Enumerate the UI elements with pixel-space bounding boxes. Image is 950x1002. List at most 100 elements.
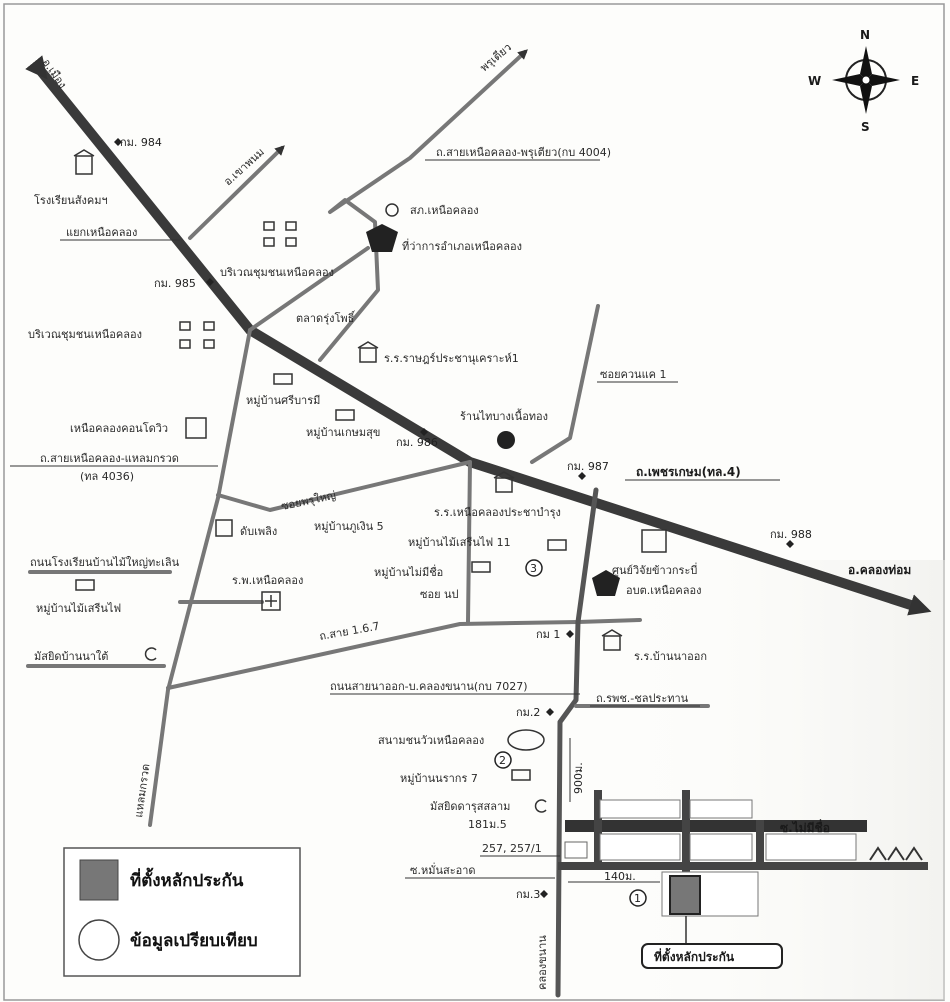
- label-school-na-ok: ร.ร.บ้านนาออก: [634, 650, 707, 663]
- label-yaek-nuea-khlong: แยกเหนือคลอง: [66, 226, 137, 239]
- legend-comparable: ข้อมูลเปรียบเทียบ: [130, 930, 258, 952]
- label-kasem-suk: หมู่บ้านเกษมสุข: [306, 426, 380, 439]
- label-mai-mi-chue: หมู่บ้านไม่มีชื่อ: [374, 564, 443, 579]
- mosque-icon: [144, 647, 157, 661]
- marker-3: [525, 559, 543, 577]
- collateral-site: [669, 875, 701, 915]
- compass-rose-icon: N S W E: [808, 28, 919, 134]
- emblem-icons: [366, 224, 620, 596]
- shop-icon: [497, 431, 515, 449]
- label-sri-barami: หมู่บ้านศรีบารมี: [246, 394, 320, 407]
- school-icon: [601, 629, 623, 651]
- legend-comparable-circle: [78, 919, 120, 961]
- village-icon: [471, 561, 491, 573]
- label-norarak: หมู่บ้านนรากร 7: [400, 772, 478, 785]
- road-soi-khuan-nae: [530, 304, 600, 464]
- map-frame: [3, 3, 945, 1001]
- village-icon: [511, 769, 531, 781]
- distance-labels: 900ม. 140ม.: [572, 762, 636, 883]
- subject-label: ที่ตั้งหลักประกัน: [654, 947, 735, 964]
- subject-label-box: ที่ตั้งหลักประกัน: [641, 916, 783, 969]
- marker-3-label: 3: [530, 562, 537, 575]
- road-soi-nop: [466, 460, 472, 624]
- place-labels: โรงเรียนสังคมฯ แยกเหนือคลอง บริเวณชุมชนเ…: [28, 193, 707, 855]
- label-soi-mai-mi-chue: ซ.ไม่มีชื่อ: [780, 819, 830, 835]
- label-school-ban-mai: ถนนโรงเรียนบ้านไม้ใหญ่ทะเลิน: [30, 555, 180, 569]
- mosque-icon: [534, 799, 547, 813]
- label-leaders: [10, 159, 780, 883]
- marker-1-label: 1: [634, 892, 641, 905]
- subject-site-blocks: [558, 790, 928, 917]
- shade-region: [600, 560, 945, 1000]
- marker-1: [629, 889, 647, 907]
- km-986: กม. 986: [396, 436, 438, 449]
- label-fire-station: ดับเพลิง: [240, 525, 277, 538]
- rice-center-icon: [641, 529, 667, 553]
- compass-e: E: [911, 74, 919, 88]
- distance-900m: 900ม.: [572, 762, 585, 794]
- km-2: กม.2: [516, 706, 540, 719]
- label-road-4004: ถ.สายเหนือคลอง-พรุเตียว(กบ 4004): [436, 146, 611, 159]
- label-mai-si-phai-11: หมู่บ้านไม้เสรีนไฟ 11: [408, 536, 511, 549]
- label-police: สภ.เหนือคลอง: [410, 204, 479, 217]
- road-to-phru-tiao: [318, 49, 528, 362]
- label-to-khlong-thom: อ.คลองท่อม: [848, 563, 911, 577]
- compass-s: S: [861, 120, 870, 134]
- label-mosque-darussalam: มัสยิดดารุสสลาม: [430, 800, 510, 813]
- police-icon: [385, 203, 399, 217]
- sao-emblem-icon: [592, 570, 620, 596]
- fire-station-icon: [215, 519, 233, 537]
- village-icon: [335, 409, 355, 421]
- distance-140m: 140ม.: [604, 870, 636, 883]
- km-3: กม.3: [516, 888, 540, 901]
- road-to-khao-phanom: [188, 145, 285, 240]
- village-icon: [75, 579, 95, 591]
- label-district-office: ที่ว่าการอำเภอเหนือคลอง: [402, 238, 522, 253]
- road-na-ok: [555, 487, 599, 998]
- village-icon: [273, 373, 293, 385]
- km-985: กม. 985: [154, 277, 196, 290]
- road-district: [248, 246, 370, 332]
- marker-2-label: 2: [499, 754, 506, 767]
- label-address-257: 257, 257/1: [482, 842, 542, 855]
- road-phetkasem: [25, 55, 932, 616]
- label-to-laem-kruat: แหลมกรวด: [132, 763, 152, 819]
- km-988: กม. 988: [770, 528, 812, 541]
- housing-icon: [179, 321, 215, 349]
- label-soi-mun-sa-at: ซ.หมั่นสะอาด: [410, 862, 476, 877]
- place-icons: [73, 149, 667, 813]
- label-school-rat-prachanu: ร.ร.ราษฎร์ประชานุเคราะห์1: [384, 352, 519, 365]
- label-phu-ngoen: หมู่บ้านภูเงิน 5: [314, 520, 384, 533]
- label-road-7027: ถนนสายนาออก-บ.คลองขนาน(กบ 7027): [330, 680, 528, 693]
- label-soi-phru-yai: ซอยพรุใหญ่: [280, 489, 337, 513]
- label-road-4036: (ทล 4036): [80, 470, 134, 483]
- label-to-khlong-khanan: คลองขนาน: [536, 935, 549, 990]
- legend-collateral: ที่ตั้งหลักประกัน: [130, 867, 244, 891]
- km-1: กม 1: [536, 628, 560, 641]
- label-road-ror-por-chor: ถ.รพช.-ชลประทาน: [596, 692, 689, 705]
- label-school-sangkhom: โรงเรียนสังคมฯ: [34, 193, 108, 207]
- label-phetkasem: ถ.เพชรเกษม(ทล.4): [636, 465, 741, 479]
- label-soi-khuan-nae: ซอยควนแค 1: [600, 368, 667, 381]
- label-rice-center: ศูนย์วิจัยข้าวกระบี่: [612, 562, 697, 577]
- compass-n: N: [860, 28, 870, 42]
- label-sao: อบต.เหนือคลอง: [626, 584, 701, 597]
- label-mosque-address: 181ม.5: [468, 818, 507, 831]
- road-167: [166, 618, 642, 690]
- building-icon: [185, 417, 207, 439]
- school-icon: [73, 149, 95, 175]
- km-984: กม. 984: [120, 136, 162, 149]
- marker-2: [494, 751, 512, 769]
- road-soi-phru-yai: [216, 460, 472, 512]
- village-icon: [547, 539, 567, 551]
- label-soi-nop: ซอย นป: [420, 588, 459, 601]
- road-west-south: [148, 328, 252, 827]
- km-987: กม. 987: [567, 460, 609, 473]
- label-hospital: ร.พ.เหนือคลอง: [232, 574, 303, 587]
- label-chumchon-2: บริเวณชุมชนเหนือคลอง: [28, 328, 142, 341]
- label-shop-thong: ร้านไทบางเนื้อทอง: [460, 408, 548, 423]
- label-stadium: สนามชนวัวเหนือคลอง: [378, 734, 484, 747]
- compass-w: W: [808, 74, 821, 88]
- label-mosque-ban-na: มัสยิดบ้านนาใต้: [34, 650, 108, 663]
